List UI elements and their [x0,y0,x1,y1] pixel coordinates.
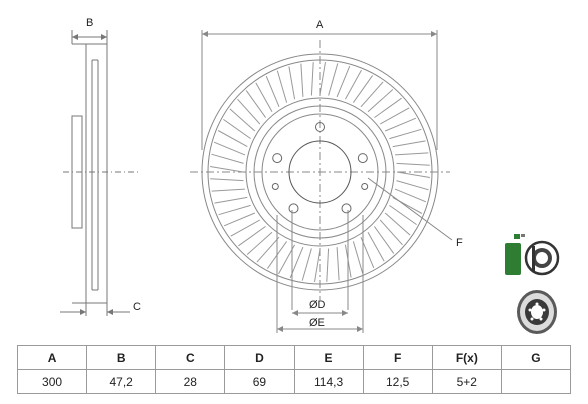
dimension-e-label: ØE [309,317,325,329]
vent-rib [255,82,273,113]
vent-rib [328,63,339,96]
locating-hole [271,183,279,190]
vent-rib [395,152,429,156]
spec-value-a: 300 [16,369,88,394]
spec-table-header-row: A B C D E F F(x) G [16,345,572,370]
spec-header-d: D [224,345,295,370]
spec-header-f: F [362,345,433,370]
vent-rib [392,140,426,148]
vent-rib [385,117,417,132]
spec-value-g [500,369,572,394]
vent-rib [344,69,362,100]
brake-disc-photo-icon [517,290,557,334]
vent-rib [223,118,251,140]
bolt-hole [288,203,299,214]
dimension-b-label: B [86,17,93,29]
spec-value-d: 69 [224,369,295,394]
vent-rib [379,107,410,125]
spec-header-c: C [155,345,226,370]
vent-rib [326,248,330,282]
spec-table-value-row: 300 47,2 28 69 114,3 12,5 5+2 [16,369,572,394]
vent-rib [246,231,273,255]
vent-rib [276,70,288,103]
spec-value-e: 114,3 [293,369,364,394]
vent-rib [245,90,267,118]
spec-value-b: 47,2 [86,369,157,394]
vent-rib [336,65,351,98]
vent-rib [352,241,364,274]
spec-table: A B C D E F F(x) G 300 47,2 28 69 114,3 … [16,345,572,394]
vent-rib [211,153,244,164]
vent-rib [336,247,340,281]
spec-value-f: 12,5 [362,369,433,394]
vent-rib [237,98,261,125]
vent-rib [229,108,256,132]
front-view [190,30,453,333]
vent-rib [367,231,385,262]
vent-rib [230,219,261,237]
vent-rib [352,75,374,103]
locating-hole [361,183,369,190]
vent-rib [211,188,245,192]
vent-rib [310,62,314,96]
vented-disc-icon [505,234,560,276]
vent-rib [360,81,384,108]
vent-rib [217,130,248,148]
vent-rib [300,63,304,97]
spec-header-a: A [16,345,88,370]
vent-rib [218,204,251,216]
spec-header-e: E [293,345,364,370]
vent-rib [223,212,255,227]
vent-rib [256,236,280,263]
vent-rib [288,66,296,100]
bolt-hole [315,122,325,132]
dimension-d-label: ØD [309,299,326,311]
spec-value-fx: 5+2 [431,369,502,394]
spec-header-g: G [500,345,572,370]
dimension-c-label: C [133,301,141,313]
vent-rib [384,212,411,236]
vent-rib [394,188,427,203]
spec-header-fx: F(x) [431,345,502,370]
vent-rib [214,196,248,204]
spec-value-c: 28 [155,369,226,394]
vent-rib [314,248,321,282]
vent-rib [389,128,422,140]
vent-rib [367,89,394,113]
vent-rib [238,225,266,247]
bolt-hole [357,153,368,164]
vent-rib [389,204,417,226]
vent-rib [374,97,402,119]
vent-rib [396,171,430,178]
vent-rib [210,178,244,182]
dimension-a-label: A [316,19,324,31]
vent-rib [373,226,395,254]
vent-rib [265,75,280,107]
vent-rib [213,141,246,156]
vent-rib [210,166,244,173]
vent-rib [396,180,429,191]
vent-rib [301,248,312,281]
spec-header-b: B [86,345,157,370]
vent-rib [396,162,430,166]
side-view [60,30,140,316]
vent-rib [319,62,326,96]
vent-rib [379,219,403,246]
leader-f-label: F [456,237,463,249]
bolt-hole [272,153,283,164]
brake-disc-drawing: B C A ØD ØE F [60,17,560,334]
bolt-hole [341,203,352,214]
